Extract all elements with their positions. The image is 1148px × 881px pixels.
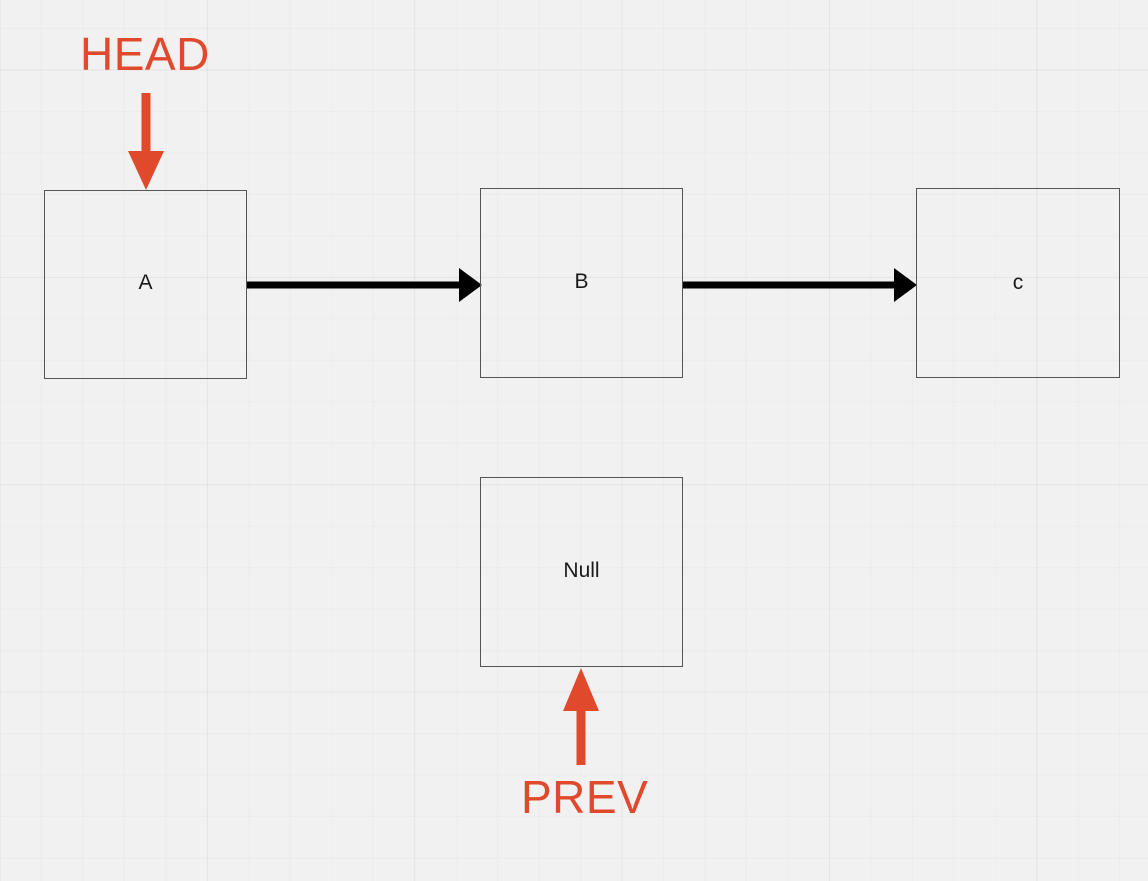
node-c-label: c	[1012, 270, 1024, 294]
node-c[interactable]: c	[916, 188, 1120, 378]
node-b[interactable]: B	[480, 188, 683, 378]
head-pointer-arrow-icon	[128, 93, 164, 190]
head-pointer-label: HEAD	[80, 28, 210, 80]
link-arrow-b-to-c	[683, 268, 917, 302]
node-a[interactable]: A	[44, 190, 247, 379]
node-b-label: B	[574, 269, 589, 293]
node-a-label: A	[138, 271, 153, 294]
link-arrow-a-to-b	[247, 268, 482, 302]
node-null[interactable]: Null	[480, 477, 683, 667]
node-null-label: Null	[563, 558, 600, 582]
prev-pointer-label: PREV	[521, 771, 649, 823]
prev-pointer-arrow-icon	[563, 668, 599, 765]
